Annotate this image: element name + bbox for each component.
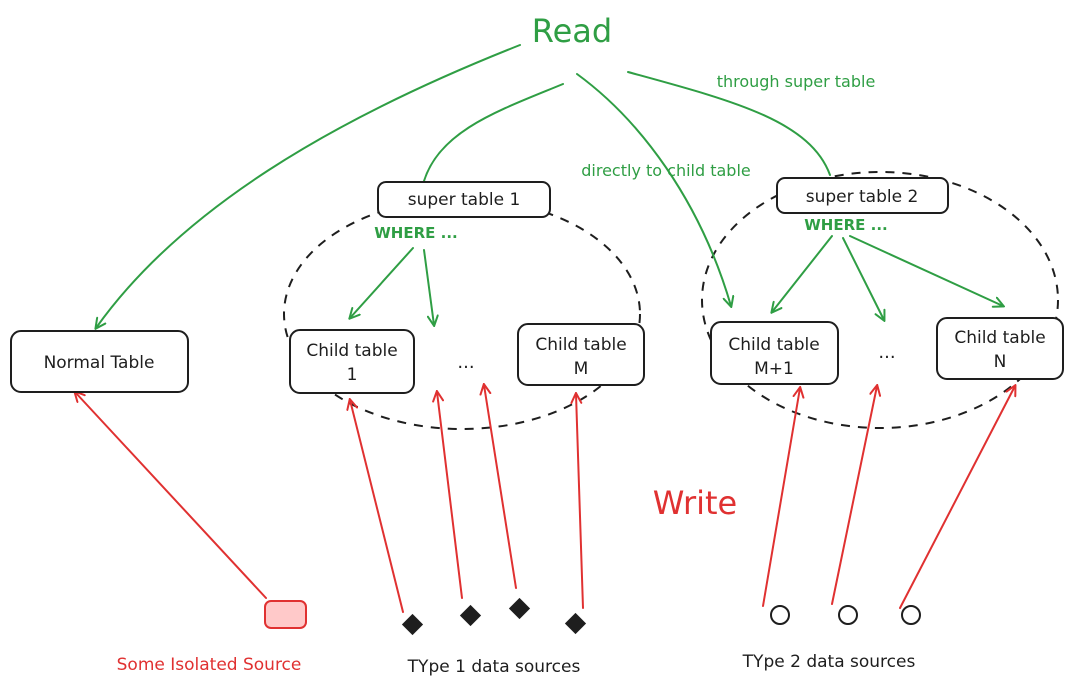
child-table-m-label: Child table xyxy=(535,335,626,355)
read-title: Read xyxy=(532,12,612,50)
read-direct-to-child-table-arrow xyxy=(576,73,731,306)
isolated-source-box xyxy=(264,600,307,629)
write-arrows xyxy=(75,385,1015,613)
type2-to-child-n-arrow xyxy=(899,386,1015,609)
type1-to-child-m-arrow xyxy=(576,394,584,609)
directly-to-child-table-label: directly to child table xyxy=(581,161,750,180)
normal-table-label: Normal Table xyxy=(44,353,155,373)
type1-to-ellipsis-arrow-a xyxy=(437,392,463,599)
type2-to-ellipsis-arrow xyxy=(831,386,877,605)
super-table-1-group-ellipse xyxy=(283,198,641,430)
child-table-n-label: Child table xyxy=(954,328,1045,348)
where-2-arrow-c xyxy=(849,235,1003,306)
where-1-arrow-b xyxy=(423,249,434,325)
child-table-m: Child table M xyxy=(517,323,645,386)
type2-to-child-m1-arrow xyxy=(762,388,800,607)
read-to-super-table-1-line xyxy=(423,83,564,182)
type1-to-ellipsis-arrow-b xyxy=(484,385,517,589)
read-through-super-table-2-line xyxy=(627,71,831,176)
child-table-m1-label: Child table xyxy=(728,335,819,355)
child-table-m-index: M xyxy=(574,359,589,379)
type2-sources-label: TYpe 2 data sources xyxy=(742,652,916,672)
read-to-normal-table-arrow xyxy=(96,44,521,328)
super-table-1: super table 1 xyxy=(377,181,551,218)
where-2-arrow-b xyxy=(842,237,884,320)
read-arrows xyxy=(96,44,1003,328)
child-table-1-index: 1 xyxy=(347,365,358,385)
super-table-2: super table 2 xyxy=(776,177,949,214)
isolated-source-label: Some Isolated Source xyxy=(117,655,302,675)
child-table-n: Child table N xyxy=(936,317,1064,380)
child-table-1-label: Child table xyxy=(306,341,397,361)
type2-source-markers xyxy=(770,605,921,625)
where-label-2: WHERE ... xyxy=(804,216,887,234)
super-table-2-group-ellipse xyxy=(701,171,1059,429)
where-1-arrow-a xyxy=(350,247,414,318)
type1-to-child-1-arrow xyxy=(350,400,404,613)
isolated-to-normal-arrow xyxy=(75,392,267,599)
child-table-m1-index: M+1 xyxy=(754,359,794,379)
through-super-table-label: through super table xyxy=(717,72,876,91)
child-ellipsis-2: ... xyxy=(878,342,895,363)
write-title: Write xyxy=(653,484,737,522)
where-2-arrow-a xyxy=(772,235,833,312)
child-table-1: Child table 1 xyxy=(289,329,415,394)
where-label-1: WHERE ... xyxy=(374,224,457,242)
child-table-n-index: N xyxy=(994,352,1007,372)
super-table-1-label: super table 1 xyxy=(408,190,521,210)
child-ellipsis-1: ... xyxy=(457,352,474,373)
normal-table: Normal Table xyxy=(10,330,189,393)
child-table-m-plus-1: Child table M+1 xyxy=(710,321,839,385)
type1-source-markers xyxy=(401,597,587,636)
type1-sources-label: TYpe 1 data sources xyxy=(407,657,581,677)
super-table-2-label: super table 2 xyxy=(806,187,919,207)
